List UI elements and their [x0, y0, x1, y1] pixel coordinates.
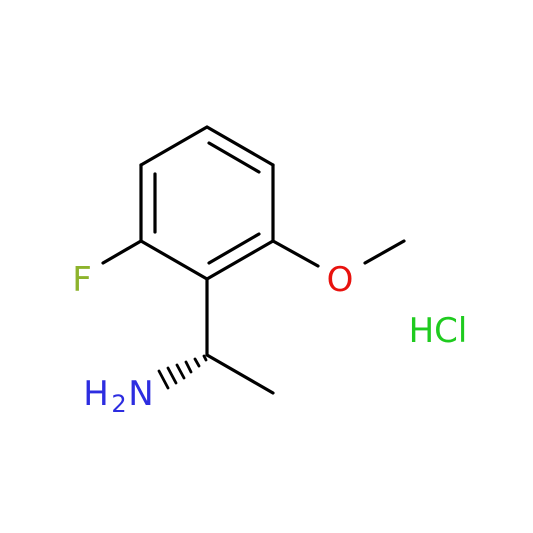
wedge-hash [175, 363, 186, 380]
o-methyl-bond [363, 239, 406, 265]
wedge-hash [202, 354, 208, 362]
chiral-carbon-methyl-bond [205, 353, 275, 395]
c-f-bond [101, 239, 143, 265]
wedge-hash [193, 357, 201, 368]
ring-double-bond-bottom-right [207, 232, 261, 265]
wedge-hash [157, 369, 170, 390]
amine-subscript-label: 2 [111, 390, 126, 418]
wedge-hash [184, 360, 193, 374]
benzene-ring [139, 125, 275, 281]
c-o-bond [271, 239, 320, 268]
ring-bond-6 [139, 125, 209, 167]
ring-bond-1 [205, 125, 275, 167]
amine-h-label: H [83, 374, 109, 414]
oxygen-atom-label: O [327, 260, 354, 300]
hydrochloride-salt-label: HCl [409, 311, 468, 351]
ring-bond-3 [205, 239, 275, 281]
hashed-wedge-bond [157, 354, 208, 390]
ring-bond-4 [139, 239, 209, 281]
amine-n-label: N [128, 374, 153, 414]
fluorine-atom-label: F [72, 260, 92, 300]
wedge-hash [166, 366, 178, 385]
ring-double-bond-top-right [207, 141, 261, 174]
